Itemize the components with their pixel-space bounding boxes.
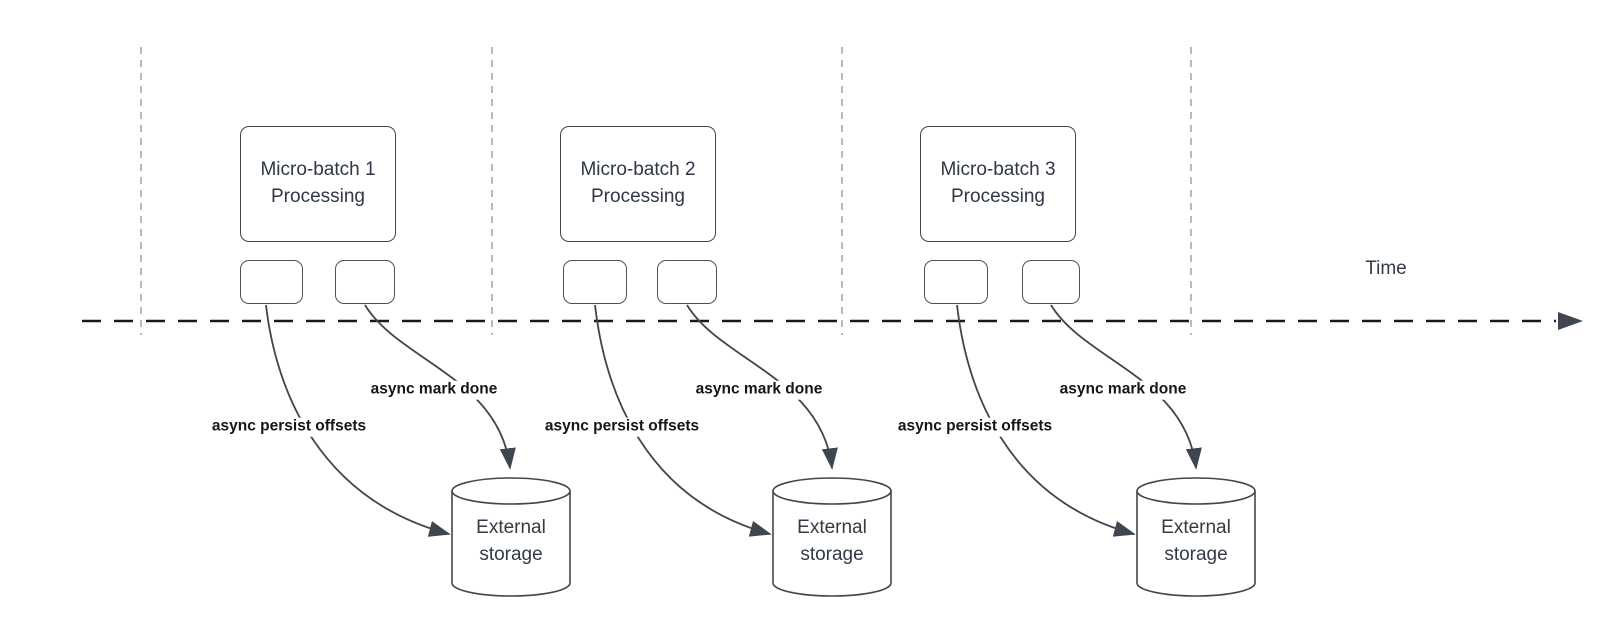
persist-offsets-arrow-label: async persist offsets	[541, 417, 703, 437]
external-storage-label-line2: storage	[800, 544, 864, 565]
persist-offsets-arrow-label: async persist offsets	[894, 417, 1056, 437]
external-storage-label-line1: External	[1161, 517, 1231, 539]
time-axis-label: Time	[1365, 258, 1407, 279]
processing-box-title-line2: Processing	[591, 186, 685, 207]
persist-offsets-task-box	[924, 260, 988, 304]
processing-box: Micro-batch 1 Processing	[240, 126, 396, 242]
persist-offsets-arrow	[956, 304, 1136, 537]
external-storage-label: External storage	[451, 515, 571, 569]
persist-offsets-arrow	[594, 304, 772, 537]
persist-offsets-arrow-label: async persist offsets	[208, 417, 370, 437]
processing-box-title-line1: Micro-batch 3	[940, 159, 1056, 181]
external-storage-label-line2: storage	[1164, 544, 1228, 565]
persist-offsets-task-box	[240, 260, 303, 304]
mark-done-task-box	[1022, 260, 1080, 304]
external-storage-label: External storage	[1136, 515, 1256, 569]
external-storage-cylinder	[451, 477, 571, 597]
processing-box: Micro-batch 2 Processing	[560, 126, 716, 242]
mark-done-arrow-label: async mark done	[692, 380, 826, 400]
persist-offsets-arrow	[265, 304, 451, 537]
external-storage-label-line1: External	[797, 517, 867, 539]
processing-box-title-line2: Processing	[951, 186, 1045, 207]
processing-box-title-line2: Processing	[271, 186, 365, 207]
external-storage-label-line2: storage	[479, 544, 543, 565]
mark-done-task-box	[657, 260, 717, 304]
external-storage-label-line1: External	[476, 517, 546, 539]
external-storage-cylinder	[772, 477, 892, 597]
time-axis-arrowhead-icon	[1558, 312, 1583, 330]
persist-offsets-task-box	[563, 260, 627, 304]
external-storage-label: External storage	[772, 515, 892, 569]
processing-box-title-line1: Micro-batch 1	[260, 159, 376, 181]
mark-done-arrow-label: async mark done	[1056, 380, 1190, 400]
mark-done-arrow	[364, 304, 516, 470]
mark-done-arrow	[1050, 304, 1202, 470]
mark-done-arrow-label: async mark done	[367, 380, 501, 400]
external-storage-cylinder	[1136, 477, 1256, 597]
mark-done-arrow	[686, 304, 838, 470]
processing-box: Micro-batch 3 Processing	[920, 126, 1076, 242]
processing-box-title-line1: Micro-batch 2	[580, 159, 696, 181]
mark-done-task-box	[335, 260, 395, 304]
